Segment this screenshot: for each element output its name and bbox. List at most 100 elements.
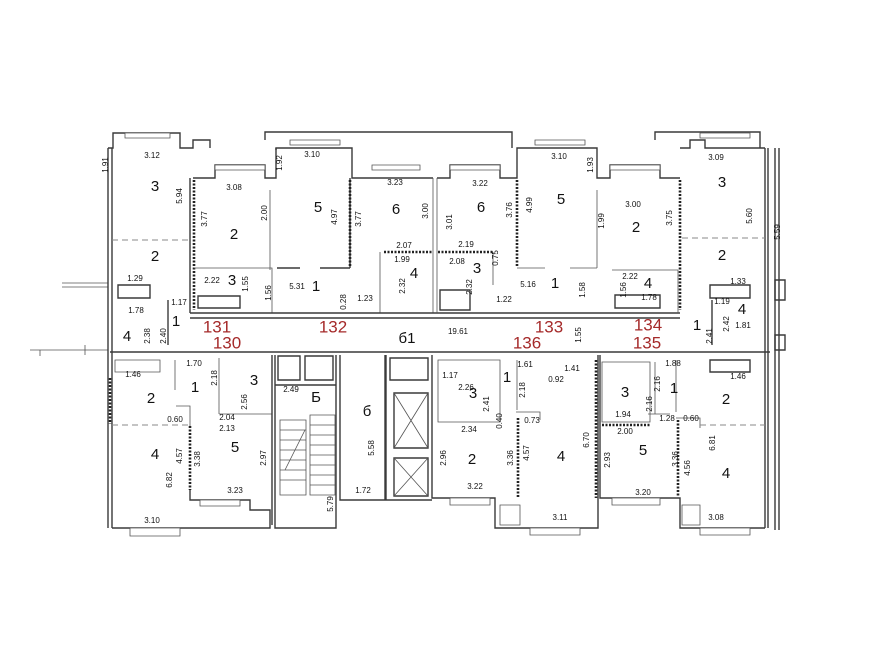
dimension-label: 2.41 <box>705 328 714 344</box>
dimension-label: 2.93 <box>603 452 612 468</box>
dimension-label: 2.34 <box>461 425 477 434</box>
dimension-label: 2.56 <box>240 394 249 410</box>
room-number: 1 <box>172 313 180 330</box>
apartment-number: 136 <box>513 333 541 352</box>
dimension-label: 3.22 <box>472 179 488 188</box>
dimension-label: 3.00 <box>421 203 430 219</box>
dimension-label: 1.72 <box>355 486 371 495</box>
dimension-label: 2.00 <box>617 427 633 436</box>
dimension-label: 0.92 <box>548 375 564 384</box>
room-number: 4 <box>123 328 131 345</box>
room-number: 2 <box>718 247 726 264</box>
dimension-label: 3.00 <box>625 200 641 209</box>
apartment-number: 131 <box>203 317 231 336</box>
dimension-label: 2.22 <box>622 272 638 281</box>
dimension-label: 1.91 <box>101 157 110 173</box>
dimension-label: 1.28 <box>659 414 675 423</box>
dimension-label: 4.99 <box>525 197 534 213</box>
room-number: б <box>363 403 372 420</box>
room-number: 3 <box>718 174 726 191</box>
dimension-label: 4.57 <box>522 445 531 461</box>
room-number: 2 <box>468 451 476 468</box>
dimension-label: 6.70 <box>582 432 591 448</box>
dimension-label: 2.26 <box>458 383 474 392</box>
dimension-label: 3.10 <box>304 150 320 159</box>
dimension-label: 6.81 <box>708 435 717 451</box>
dimension-label: 1.78 <box>128 306 144 315</box>
dimension-label: 1.17 <box>171 298 187 307</box>
walls <box>30 131 786 537</box>
dimension-label: 2.13 <box>219 424 235 433</box>
dimension-label: 3.01 <box>445 214 454 230</box>
dimension-label: 1.58 <box>578 282 587 298</box>
apartment-number: 130 <box>213 333 241 352</box>
dimension-label: 2.40 <box>159 328 168 344</box>
dimension-label: 1.78 <box>641 293 657 302</box>
room-number: 5 <box>231 439 239 456</box>
dimension-label: 3.75 <box>665 210 674 226</box>
dimension-label: 1.56 <box>264 285 273 301</box>
room-number: 2 <box>230 226 238 243</box>
dimension-label: 4.56 <box>683 460 692 476</box>
dimension-label: 3.22 <box>467 482 483 491</box>
room-number: 3 <box>621 384 629 401</box>
dimension-label: 0.75 <box>491 250 500 266</box>
dimension-label: 2.32 <box>398 278 407 294</box>
dimension-label: 5.79 <box>326 496 335 512</box>
dimension-label: 3.23 <box>387 178 403 187</box>
dimension-label: 1.19 <box>714 297 730 306</box>
dimension-label: 2.32 <box>465 279 474 295</box>
room-number: 2 <box>722 391 730 408</box>
corridor-label: б1 <box>399 330 416 347</box>
dimension-label: 1.55 <box>241 276 250 292</box>
dimension-label: 1.29 <box>127 274 143 283</box>
room-number: 4 <box>557 448 565 465</box>
room-number: 1 <box>312 278 320 295</box>
dimension-label: 3.38 <box>193 451 202 467</box>
dimension-label: 1.81 <box>735 321 751 330</box>
dimension-label: 2.00 <box>260 205 269 221</box>
dimension-label: 5.60 <box>745 208 754 224</box>
room-number: 3 <box>228 272 236 289</box>
dimension-label: 3.20 <box>635 488 651 497</box>
dimension-label: 4.57 <box>175 448 184 464</box>
dimension-label: 3.77 <box>354 211 363 227</box>
apartment-number: 135 <box>633 333 661 352</box>
dimension-label: 2.96 <box>439 450 448 466</box>
dimension-label: 4.97 <box>330 209 339 225</box>
dimension-label: 1.88 <box>665 359 681 368</box>
dimension-label: 3.08 <box>708 513 724 522</box>
room-number: 1 <box>693 317 701 334</box>
apartment-number: 134 <box>634 315 662 334</box>
dimension-label: 2.16 <box>645 396 654 412</box>
room-number: 1 <box>551 275 559 292</box>
room-number: 1 <box>191 379 199 396</box>
dimension-label: 1.61 <box>517 360 533 369</box>
room-number: 2 <box>147 390 155 407</box>
dimension-label: 3.36 <box>506 450 515 466</box>
room-number: 6 <box>477 199 485 216</box>
dimension-label: 2.42 <box>722 316 731 332</box>
dimension-label: 0.28 <box>339 294 348 310</box>
dimension-label: 6.82 <box>165 472 174 488</box>
room-number: 4 <box>151 446 159 463</box>
dimension-label: 1.17 <box>442 371 458 380</box>
dimension-label: 2.16 <box>653 376 662 392</box>
dimension-label: 1.56 <box>619 282 628 298</box>
room-number: 1 <box>670 380 678 397</box>
room-number: Б <box>311 389 321 406</box>
dimension-label: 1.99 <box>597 213 606 229</box>
room-number: 4 <box>722 465 730 482</box>
apartment-number: 132 <box>319 317 347 336</box>
dimension-label: 3.77 <box>200 211 209 227</box>
dimension-label: 5.58 <box>367 440 376 456</box>
dimension-label: 5.94 <box>175 188 184 204</box>
dimension-label: 2.49 <box>283 385 299 394</box>
dimension-label: 2.97 <box>259 450 268 466</box>
dimension-label: 2.04 <box>219 413 235 422</box>
room-number: 2 <box>151 248 159 265</box>
room-number: 3 <box>250 372 258 389</box>
dimension-label: 3.76 <box>505 202 514 218</box>
